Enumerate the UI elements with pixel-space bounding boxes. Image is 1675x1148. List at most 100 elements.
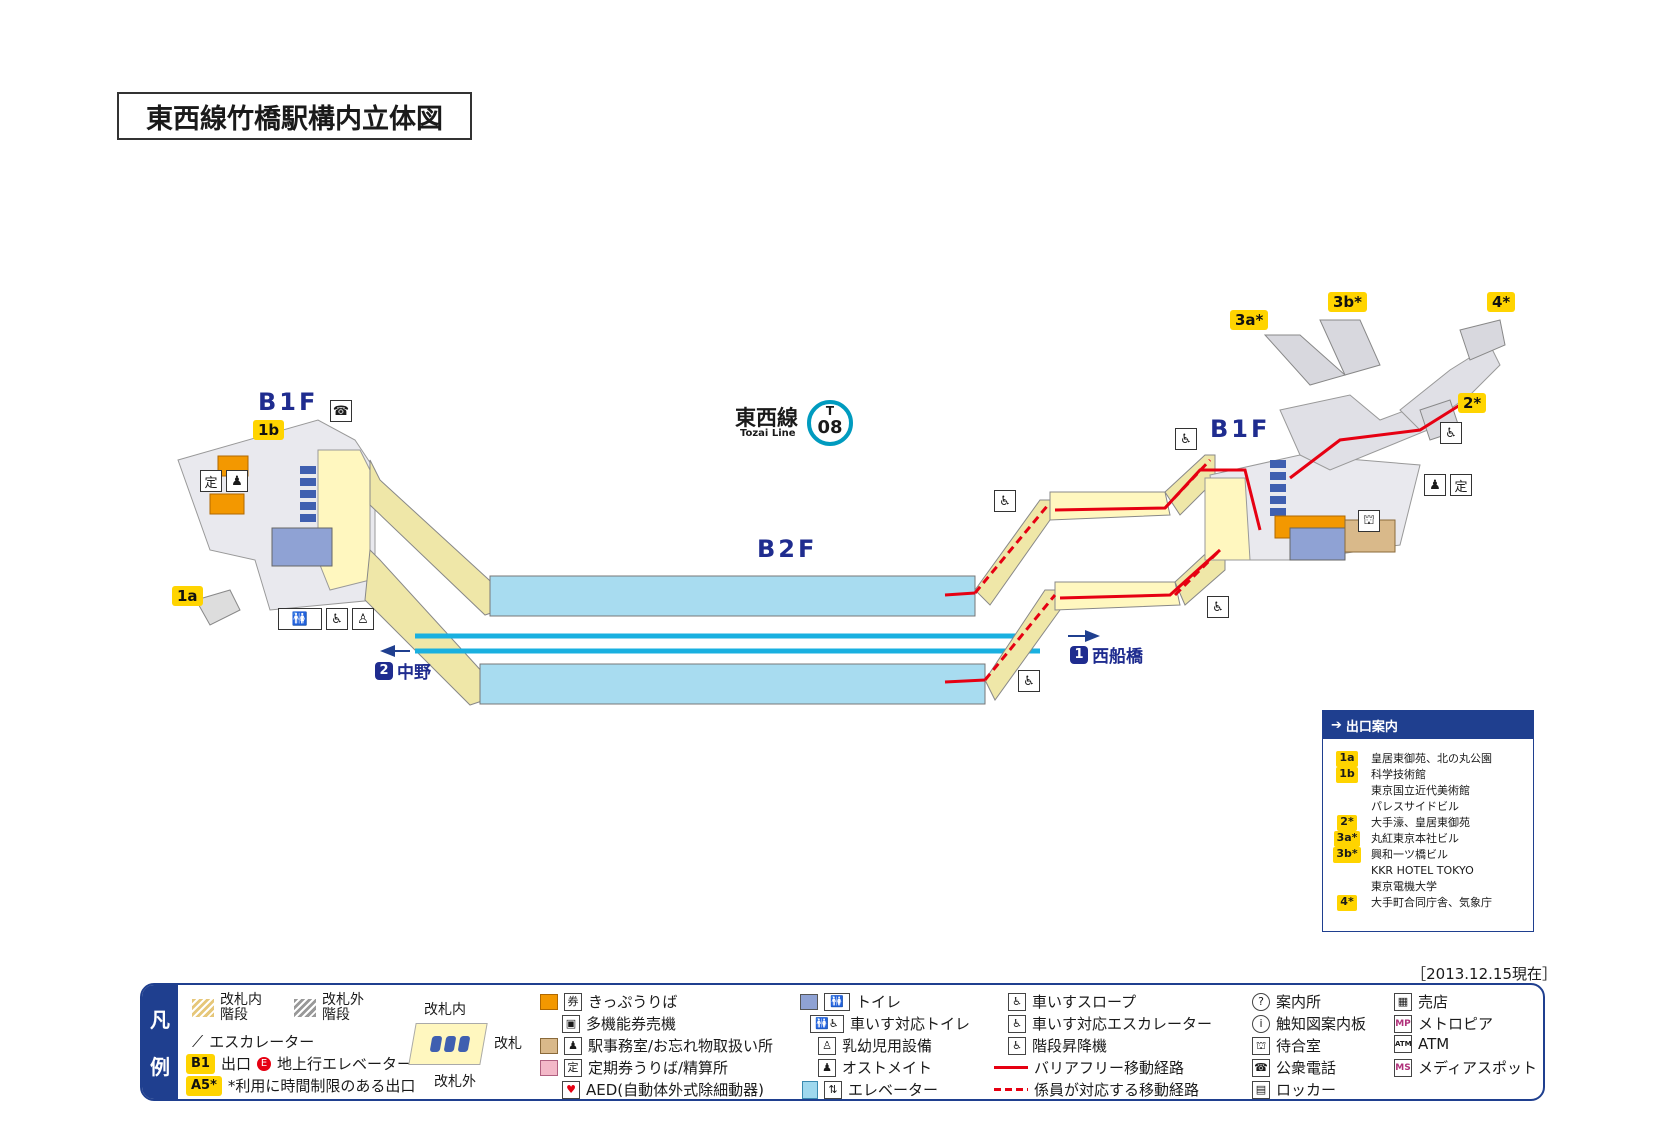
baby-facility-icon: ♿ xyxy=(326,608,348,630)
legend-waiting-label: 待合室 xyxy=(1276,1037,1322,1055)
stair-lift-legend-icon: ♿ xyxy=(1008,1036,1026,1055)
exit-guide-tag: 1a xyxy=(1336,751,1358,767)
b1f-left-gate-area xyxy=(317,449,371,591)
staff-route-line-icon xyxy=(994,1088,1028,1091)
as-of-date: ［2013.12.15現在］ xyxy=(1411,965,1557,983)
legend-stairs-inside: 改札内 階段 xyxy=(192,993,262,1023)
legend-gate: 改札 xyxy=(494,1036,522,1052)
phone-legend-icon: ☎ xyxy=(1252,1058,1270,1077)
legend-waiting: ⛫ 待合室 xyxy=(1252,1035,1321,1056)
ostomate-icon: ♙ xyxy=(352,608,374,630)
stairs-icon xyxy=(192,999,214,1017)
exit-guide-text: KKR HOTEL TOKYO xyxy=(1371,864,1474,877)
exit-guide-row: KKR HOTEL TOKYO xyxy=(1323,863,1533,879)
station-office-icon-right: ♟ xyxy=(1424,474,1446,496)
barrier-free-route-exit2 xyxy=(1289,403,1461,480)
legend-ticket: 券 きっぷうりば xyxy=(540,991,677,1012)
exit-guide-row: 東京国立近代美術館 xyxy=(1323,783,1533,799)
platform-lower xyxy=(479,663,986,705)
b1f-right-toilet xyxy=(1289,527,1346,561)
legend-info: ? 案内所 xyxy=(1252,991,1321,1012)
ticket-office-icon xyxy=(540,993,558,1010)
legend-pass: 定 定期券うりば/精算所 xyxy=(540,1057,728,1078)
platform-route-lower xyxy=(944,678,986,684)
info-icon: ? xyxy=(1252,992,1270,1011)
exit-guide-tag: 3a* xyxy=(1333,831,1361,847)
legend-stairs-outside-label: 改札外 階段 xyxy=(322,992,364,1023)
exit-guide-text: 皇居東御苑、北の丸公園 xyxy=(1371,752,1492,765)
legend-media: MS メディアスポット xyxy=(1394,1057,1537,1078)
exit-tag-2: 2* xyxy=(1458,393,1487,413)
exit-4-stairs xyxy=(1459,319,1506,361)
pass-office-icon-right: 定 xyxy=(1450,474,1472,496)
legend-aed: ♥ AED(自動体外式除細動器) xyxy=(562,1079,764,1099)
station-map xyxy=(177,319,1506,706)
b1f-left-waiting-room xyxy=(271,527,333,567)
office-icon: ♟ xyxy=(564,1036,582,1055)
legend-baby: ♙ 乳幼児用設備 xyxy=(818,1035,932,1056)
legend-phone: ☎ 公衆電話 xyxy=(1252,1057,1336,1078)
legend-wc-escalator: ♿ 車いす対応エスカレーター xyxy=(1008,1013,1212,1034)
pass-office-icon: 定 xyxy=(200,470,222,492)
legend-elevator: ⇅ エレベーター xyxy=(802,1079,939,1099)
legend-ostomate-label: オストメイト xyxy=(842,1059,933,1077)
exit-guide-row: パレスサイドビル xyxy=(1323,799,1533,815)
legend-phone-label: 公衆電話 xyxy=(1276,1059,1337,1077)
legend-barrier-free-label: バリアフリー移動経路 xyxy=(1034,1059,1185,1077)
legend-wc-escalator-label: 車いす対応エスカレーター xyxy=(1032,1015,1213,1033)
exit-guide-heading: ➔ 出口案内 xyxy=(1323,711,1533,739)
elevator-box-icon xyxy=(802,1080,818,1099)
pass-box-icon xyxy=(540,1059,558,1076)
exit-guide-tag: 4* xyxy=(1337,895,1357,911)
legend-aed-label: AED(自動体外式除細動器) xyxy=(586,1081,764,1099)
legend-gate-inside: 改札内 xyxy=(424,1002,466,1018)
aed-icon: ♥ xyxy=(562,1080,580,1099)
arrow-right-icon: ➔ xyxy=(1331,717,1342,733)
legend-office: ♟ 駅事務室/お忘れ物取扱い所 xyxy=(540,1035,773,1056)
legend-locker: ▤ ロッカー xyxy=(1252,1079,1336,1099)
arrow-west xyxy=(380,645,395,657)
legend-info-label: 案内所 xyxy=(1276,993,1322,1011)
legend-toilet: 🚻 トイレ xyxy=(800,991,901,1012)
legend-exit-tag: B1 xyxy=(186,1053,215,1074)
exit-guide-row: 2*大手濠、皇居東御苑 xyxy=(1323,815,1533,831)
staff-route-right-2 xyxy=(1173,548,1222,597)
direction-nishifunabashi-label: 西船橋 xyxy=(1092,647,1143,667)
legend-pass-label: 定期券うりば/精算所 xyxy=(588,1059,729,1077)
legend-stairs-outside: 改札外 階段 xyxy=(294,993,364,1023)
exit-guide-text: 大手濠、皇居東御苑 xyxy=(1371,816,1470,829)
exit-tag-1b: 1b xyxy=(253,420,285,440)
wheelchair-slope-icon: ♿ xyxy=(994,490,1016,512)
wheelchair-slope-icon-3: ♿ xyxy=(1207,596,1229,618)
staff-route-right-1 xyxy=(1163,458,1212,510)
legend-office-label: 駅事務室/お忘れ物取扱い所 xyxy=(588,1037,774,1055)
legend-multi-ticket: ▣ 多機能券売機 xyxy=(562,1013,676,1034)
legend-atm-label: ATM xyxy=(1418,1035,1450,1053)
legend-elevator-label: エレベーター xyxy=(848,1081,939,1099)
waiting-room-legend-icon: ⛫ xyxy=(1252,1036,1270,1055)
legend-ticket-label: きっぷうりば xyxy=(588,993,678,1011)
toilet-box-icon xyxy=(800,993,818,1010)
multi-ticket-icon: ▣ xyxy=(562,1014,580,1033)
legend-staff-route: 係員が対応する移動経路 xyxy=(994,1079,1200,1099)
legend-metropia-label: メトロピア xyxy=(1418,1015,1494,1033)
floor-label-b1f-right: B1F xyxy=(1210,415,1271,443)
direction-nakano: 2 中野 xyxy=(375,658,431,683)
legend-exit: B1 出口 E 地上行エレベーター xyxy=(186,1053,412,1074)
staff-route-upper xyxy=(973,504,1050,594)
legend-wc-toilet: 🚻♿ 車いす対応トイレ xyxy=(810,1013,970,1034)
exit-guide-row: 3a*丸紅東京本社ビル xyxy=(1323,831,1533,847)
exit-guide-text: 東京国立近代美術館 xyxy=(1371,784,1470,797)
right-concourse-upper xyxy=(1049,491,1171,521)
legend-time-tag: A5* xyxy=(186,1075,222,1096)
b1f-right-gates xyxy=(1270,460,1286,516)
locker-icon: ▤ xyxy=(1252,1080,1270,1099)
elevator-icon: ⇅ xyxy=(824,1080,842,1099)
office-box-icon xyxy=(540,1037,558,1054)
pass-icon: 定 xyxy=(564,1058,582,1077)
legend-staff-route-label: 係員が対応する移動経路 xyxy=(1034,1081,1200,1099)
b1f-right-gate-area xyxy=(1204,477,1251,561)
elevator-up-icon: E xyxy=(256,1056,271,1071)
legend-metropia: MP メトロピア xyxy=(1394,1013,1493,1034)
